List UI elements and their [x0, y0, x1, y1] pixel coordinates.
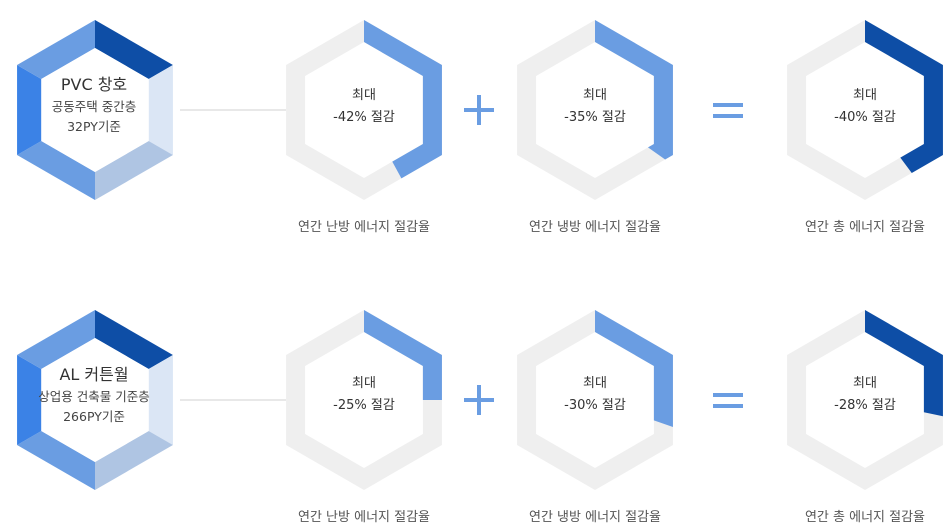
caption-heating-1: 연간 난방 에너지 절감율 [298, 220, 430, 235]
main-hexagon-2-center [41, 338, 149, 462]
gauge-label-total-1: 최대 -40% 절감 [805, 85, 925, 129]
gauge-1-3-progress [865, 20, 943, 173]
caption-cooling-1: 연간 냉방 에너지 절감율 [529, 220, 661, 235]
gauge-1-1-progress [364, 20, 442, 179]
main-hexagon-2-segment [148, 355, 173, 445]
gauge-top-label: 최대 [352, 88, 376, 103]
gauge-label-cooling-1: 최대 -35% 절감 [535, 85, 655, 129]
main-title: AL 커튼월 [59, 365, 129, 384]
gauge-value: -42% 절감 [333, 110, 395, 125]
gauge-top-label: 최대 [583, 88, 607, 103]
gauge-value: -35% 절감 [564, 110, 626, 125]
gauge-value: -30% 절감 [564, 398, 626, 413]
gauge-2-2-progress [595, 310, 673, 427]
gauge-label-cooling-2: 최대 -30% 절감 [535, 373, 655, 417]
gauge-label-total-2: 최대 -28% 절감 [805, 373, 925, 417]
main-hexagon-label-al: AL 커튼월 상업용 건축물 기준층 266PY기준 [14, 363, 174, 427]
equals-sign-1-equals-top [713, 103, 743, 107]
gauge-value: -25% 절감 [333, 398, 395, 413]
main-hexagon-2-segment [17, 355, 42, 445]
caption-total-2: 연간 총 에너지 절감율 [804, 510, 926, 525]
plus-sign-2-plus-v [477, 385, 481, 415]
main-hexagon-1-segment [95, 141, 173, 200]
main-hexagon-2-segment [95, 431, 173, 490]
gauge-1-2-progress [595, 20, 673, 160]
gauge-2-3-progress [865, 310, 943, 417]
equals-sign-2-equals-top [713, 393, 743, 397]
gauge-top-label: 최대 [583, 376, 607, 391]
gauge-2-1-progress [364, 310, 442, 400]
main-hexagon-1-segment [148, 65, 173, 155]
gauge-value: -28% 절감 [834, 398, 896, 413]
plus-sign-1-plus-v [477, 95, 481, 125]
gauge-top-label: 최대 [853, 88, 877, 103]
main-basis: 32PY기준 [67, 119, 121, 134]
main-hexagon-2-segment [17, 431, 96, 490]
gauge-top-label: 최대 [853, 376, 877, 391]
equals-sign-1-equals-bottom [713, 114, 743, 118]
caption-cooling-2: 연간 냉방 에너지 절감율 [529, 510, 661, 525]
gauge-label-heating-2: 최대 -25% 절감 [304, 373, 424, 417]
gauge-label-heating-1: 최대 -42% 절감 [304, 85, 424, 129]
main-hexagon-1-segment [17, 20, 96, 79]
gauge-top-label: 최대 [352, 376, 376, 391]
main-hexagon-1-center [41, 48, 149, 172]
main-hexagon-1-segment [95, 20, 173, 79]
main-subtitle: 공동주택 중간층 [51, 99, 137, 114]
main-hexagon-2-segment [17, 310, 96, 369]
main-subtitle: 상업용 건축물 기준층 [38, 389, 150, 404]
caption-total-1: 연간 총 에너지 절감율 [804, 220, 926, 235]
caption-heating-2: 연간 난방 에너지 절감율 [298, 510, 430, 525]
equals-sign-2-equals-bottom [713, 404, 743, 408]
main-hexagon-2-segment [95, 310, 173, 369]
main-hexagon-1-segment [17, 65, 42, 155]
main-title: PVC 창호 [60, 75, 128, 94]
gauge-value: -40% 절감 [834, 110, 896, 125]
main-hexagon-1-segment [17, 141, 96, 200]
main-basis: 266PY기준 [63, 409, 125, 424]
main-hexagon-label-pvc: PVC 창호 공동주택 중간층 32PY기준 [14, 73, 174, 137]
